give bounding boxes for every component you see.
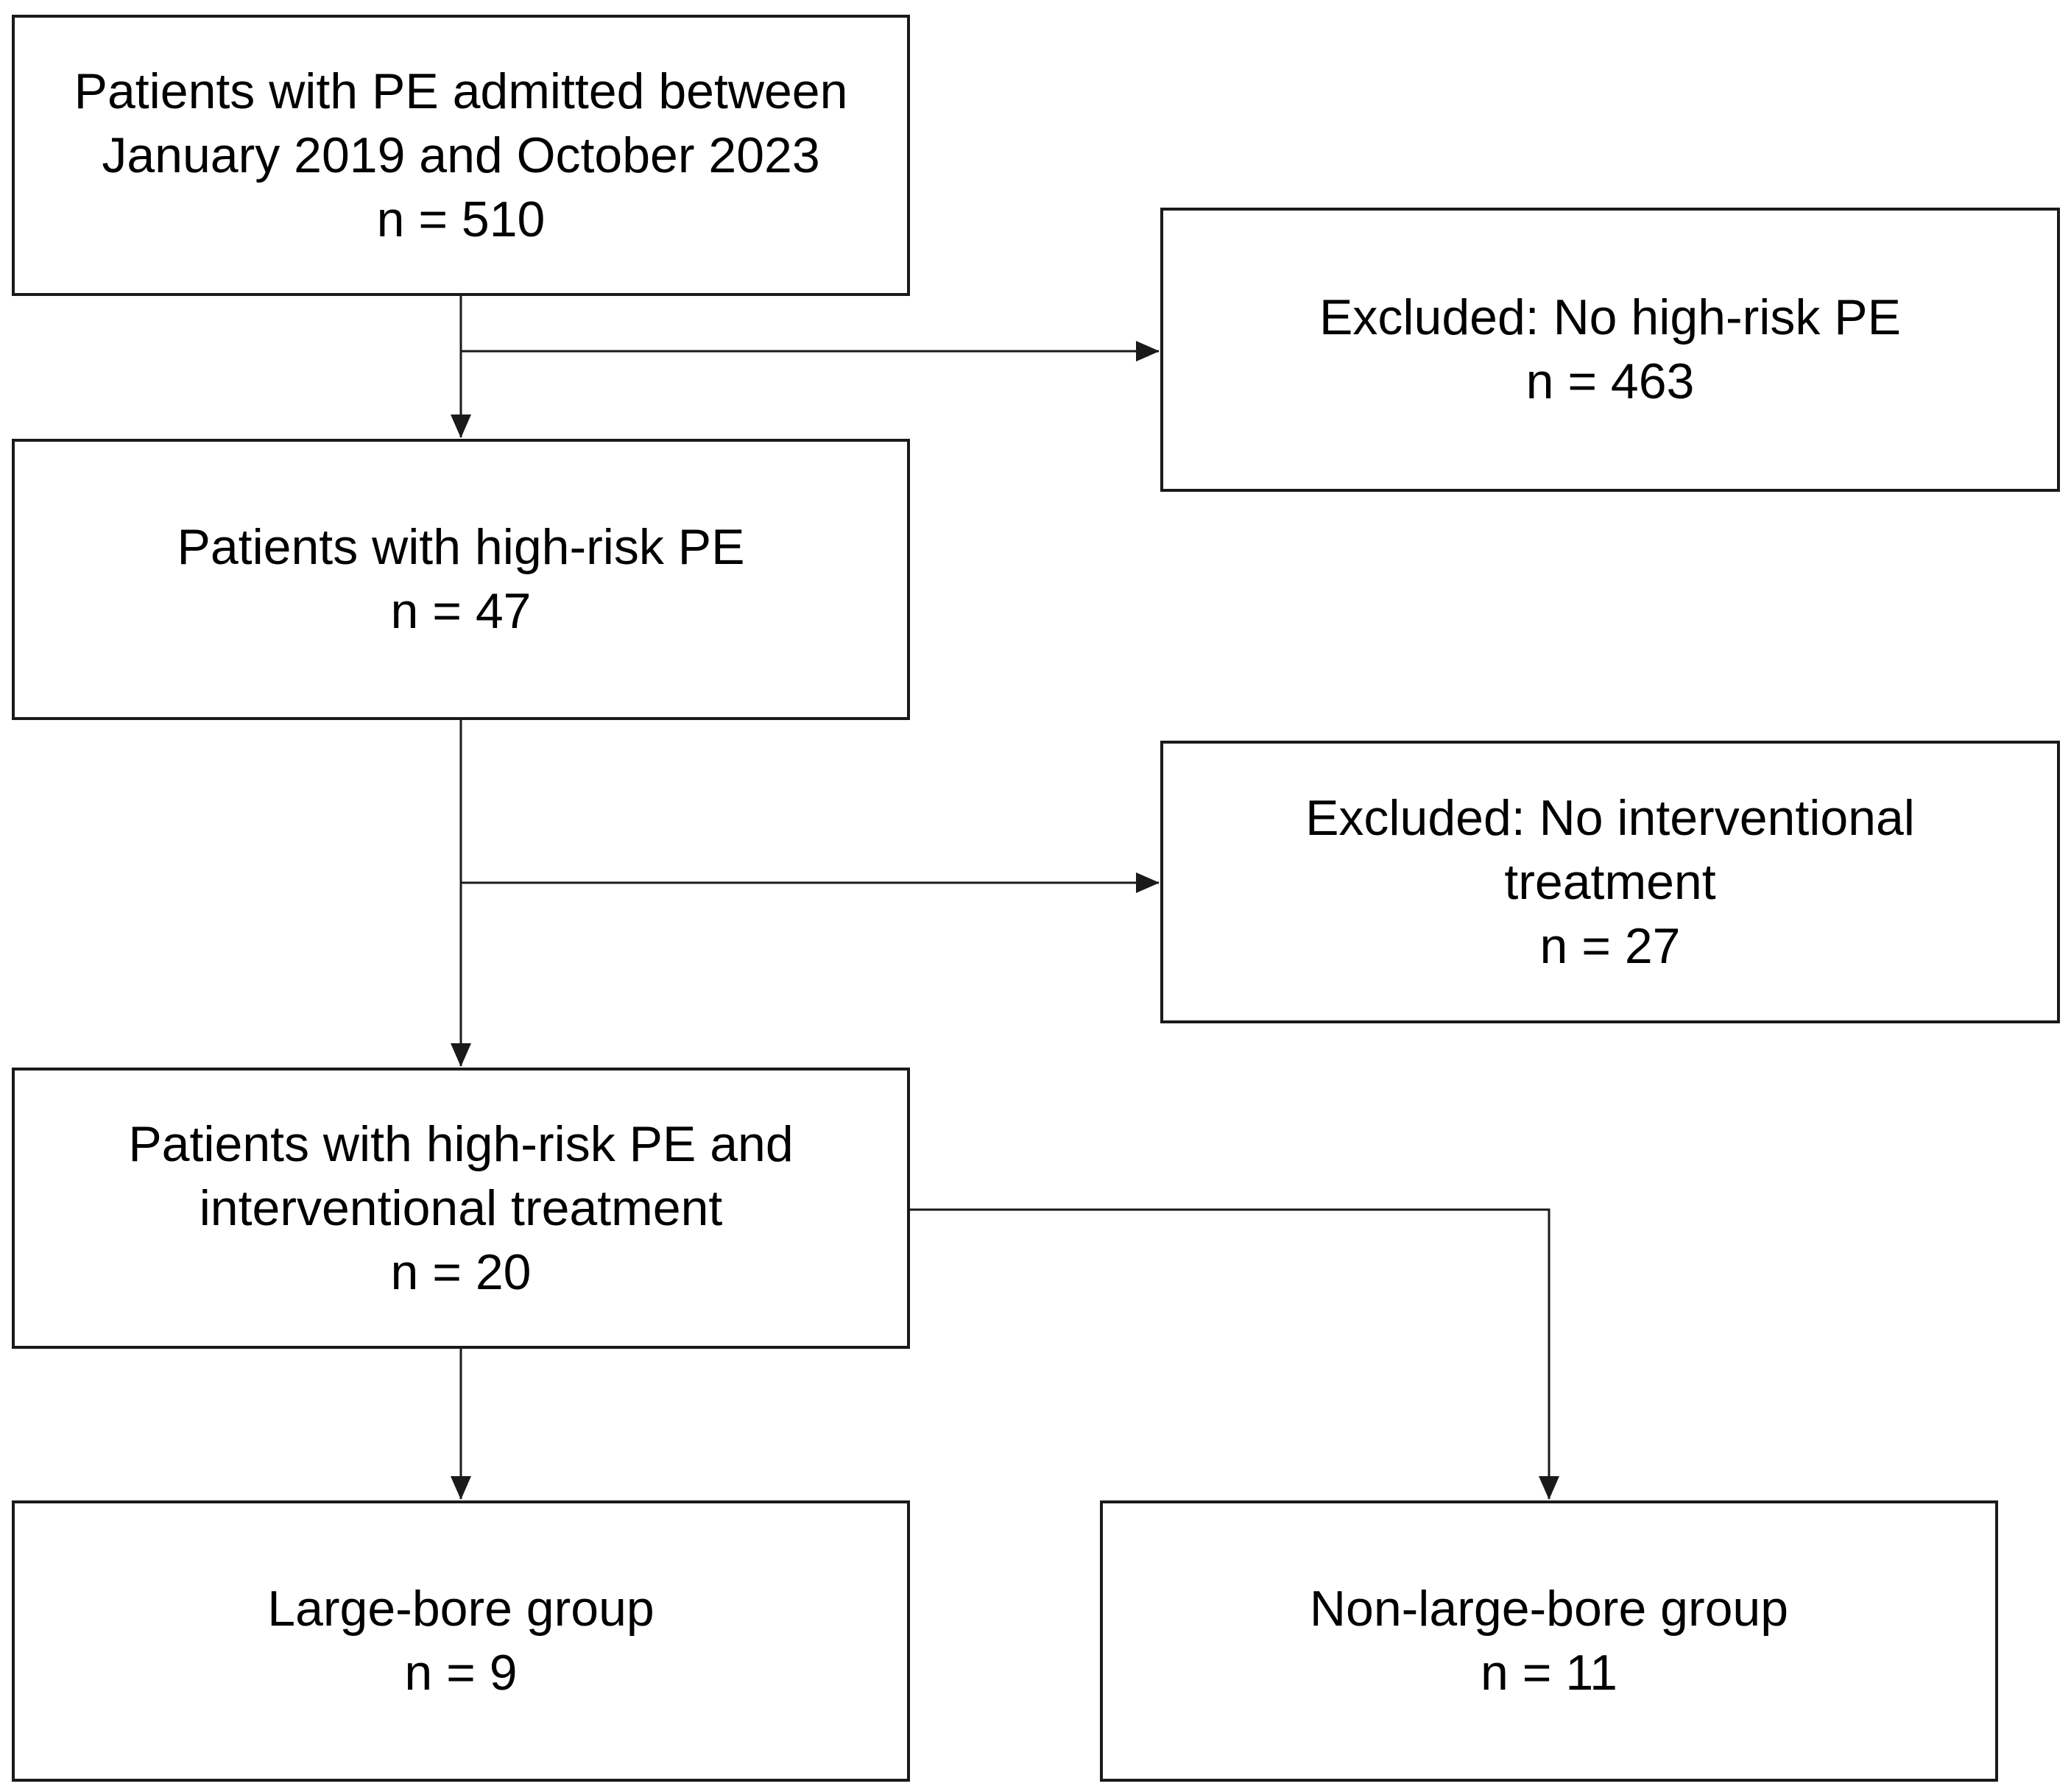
box-all-patients: Patients with PE admitted between Januar… <box>12 15 910 296</box>
box-high-risk-interventional-line2: interventional treatment <box>199 1179 723 1236</box>
box-excluded-no-intervention-line2: treatment <box>1504 853 1716 910</box>
box-high-risk-count: n = 47 <box>390 583 532 639</box>
box-large-bore-group-count: n = 9 <box>404 1645 518 1701</box>
box-all-patients-count: n = 510 <box>376 191 546 247</box>
box-large-bore-group: Large-bore group n = 9 <box>12 1500 910 1782</box>
box-high-risk-line1: Patients with high-risk PE <box>177 519 745 575</box>
box-large-bore-group-line1: Large-bore group <box>267 1581 655 1637</box>
box-non-large-bore-group-line1: Non-large-bore group <box>1309 1581 1789 1637</box>
box-excluded-no-intervention: Excluded: No interventional treatment n … <box>1160 741 2060 1023</box>
box-high-risk-interventional-count: n = 20 <box>390 1244 532 1300</box>
box-all-patients-line2: January 2019 and October 2023 <box>102 127 820 183</box>
box-excluded-no-high-risk: Excluded: No high-risk PE n = 463 <box>1160 208 2060 492</box>
box-high-risk: Patients with high-risk PE n = 47 <box>12 439 910 720</box>
box-excluded-no-intervention-count: n = 27 <box>1539 917 1681 974</box>
box-non-large-bore-group-count: n = 11 <box>1481 1645 1617 1701</box>
box-excluded-no-intervention-line1: Excluded: No interventional <box>1305 789 1915 846</box>
box-excluded-no-high-risk-count: n = 463 <box>1525 353 1695 409</box>
box-high-risk-interventional-line1: Patients with high-risk PE and <box>128 1115 794 1172</box>
box-high-risk-interventional: Patients with high-risk PE and intervent… <box>12 1068 910 1349</box>
box-all-patients-line1: Patients with PE admitted between <box>74 63 848 119</box>
arrow-to-non-large-bore <box>910 1208 1559 1500</box>
box-non-large-bore-group: Non-large-bore group n = 11 <box>1100 1500 1998 1782</box>
box-excluded-no-high-risk-line1: Excluded: No high-risk PE <box>1319 289 1901 345</box>
